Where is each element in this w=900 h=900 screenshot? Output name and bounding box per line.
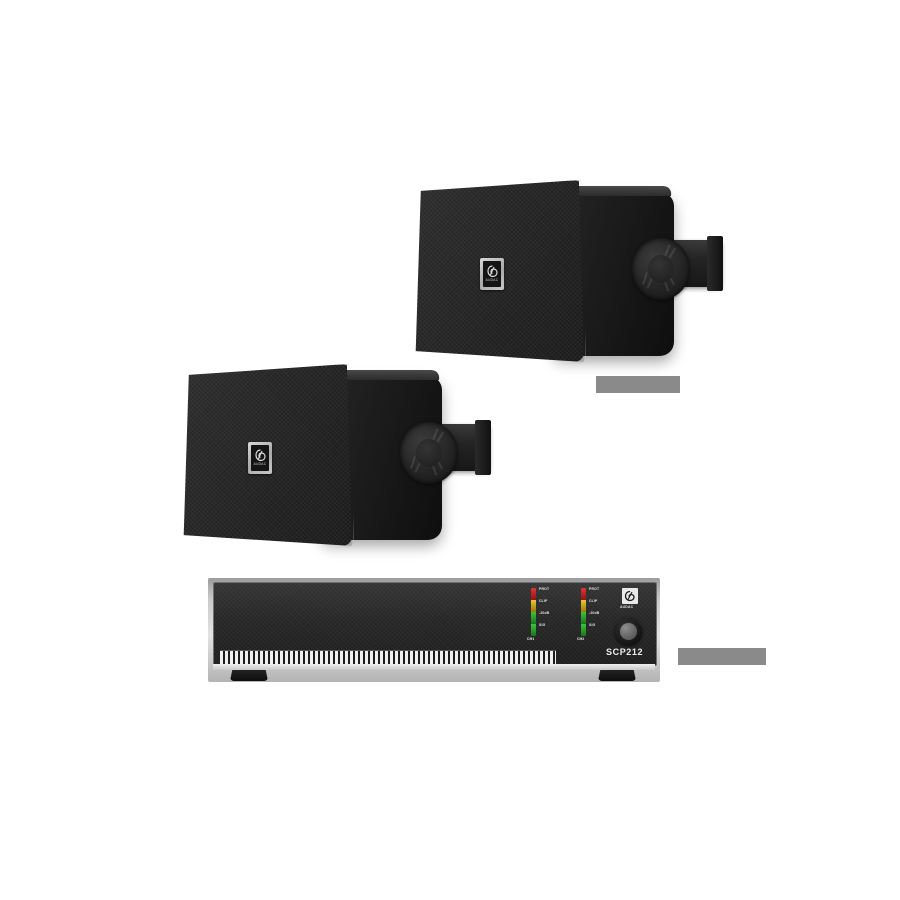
led-label-sig: SIG [589, 623, 596, 627]
volume-knob[interactable] [615, 618, 642, 645]
swivel-ridge [646, 276, 654, 289]
swivel-ridge [434, 456, 444, 470]
audac-swirl-icon [254, 449, 266, 462]
amplifier-bottom-lip [213, 664, 655, 670]
audac-swirl-icon [624, 590, 635, 602]
swivel-ridge [414, 460, 422, 473]
led-segment-clip [531, 600, 536, 612]
led-segment-prot [581, 588, 586, 600]
speaker-bracket-plate [475, 420, 491, 475]
badge-inner-plate: AUDAC [482, 260, 502, 288]
led-meter-ch2: PROT CLIP -20dB SIG CH2 [574, 586, 614, 644]
background-plate-lower [678, 648, 766, 665]
led-segment-sig [531, 624, 536, 636]
led-bar-ch2 [581, 588, 586, 636]
led-segment-clip [581, 600, 586, 612]
amplifier-foot-left [230, 670, 268, 681]
speaker-bracket-plate [707, 236, 723, 291]
volume-knob-cap [620, 623, 637, 640]
led-segment-sig [581, 624, 586, 636]
speaker-swivel-mount[interactable] [400, 422, 458, 484]
led-label-20db: -20dB [539, 611, 550, 615]
amplifier-brand-word: AUDAC [620, 605, 634, 609]
speaker-audac-badge: AUDAC [480, 258, 504, 290]
amplifier-foot-right [598, 670, 636, 681]
led-segment-prot [531, 588, 536, 600]
swivel-ridge [667, 247, 677, 260]
led-segment-20db [531, 612, 536, 624]
speaker-upper-right[interactable]: AUDAC [404, 176, 734, 366]
badge-brand-word: AUDAC [253, 462, 267, 467]
channel-label-ch1: CH1 [527, 637, 535, 641]
badge-brand-word: AUDAC [485, 278, 499, 283]
swivel-ridge [410, 456, 416, 469]
speaker-audac-badge: AUDAC [248, 442, 272, 474]
led-label-20db: -20dB [589, 611, 600, 615]
led-label-prot: PROT [539, 587, 550, 591]
led-segment-20db [581, 612, 586, 624]
led-label-prot: PROT [589, 587, 600, 591]
channel-label-ch2: CH2 [577, 637, 585, 641]
amplifier-scp212[interactable]: PROT CLIP -20dB SIG CH1 PROT CLIP -20dB … [208, 578, 660, 682]
background-plate-upper [596, 376, 680, 393]
led-bar-ch1 [531, 588, 536, 636]
led-label-clip: CLIP [589, 599, 598, 603]
amplifier-audac-logo [622, 588, 638, 604]
speaker-swivel-mount[interactable] [632, 238, 690, 300]
scene-description: Product photo: a pair of black AUDAC out… [0, 0, 1, 1]
amplifier-model-label: SCP212 [606, 647, 644, 657]
swivel-ridge [662, 278, 670, 292]
led-meter-ch1: PROT CLIP -20dB SIG CH1 [524, 586, 564, 644]
audac-swirl-icon [486, 265, 498, 278]
swivel-ridge [642, 272, 648, 285]
swivel-ridge [666, 272, 676, 286]
speaker-lower-left[interactable]: AUDAC [172, 360, 502, 550]
led-label-sig: SIG [539, 623, 546, 627]
badge-inner-plate: AUDAC [250, 444, 270, 472]
amplifier-ventilation-fins [220, 650, 556, 665]
swivel-ridge [430, 462, 438, 476]
swivel-ridge [435, 431, 445, 444]
led-label-clip: CLIP [539, 599, 548, 603]
